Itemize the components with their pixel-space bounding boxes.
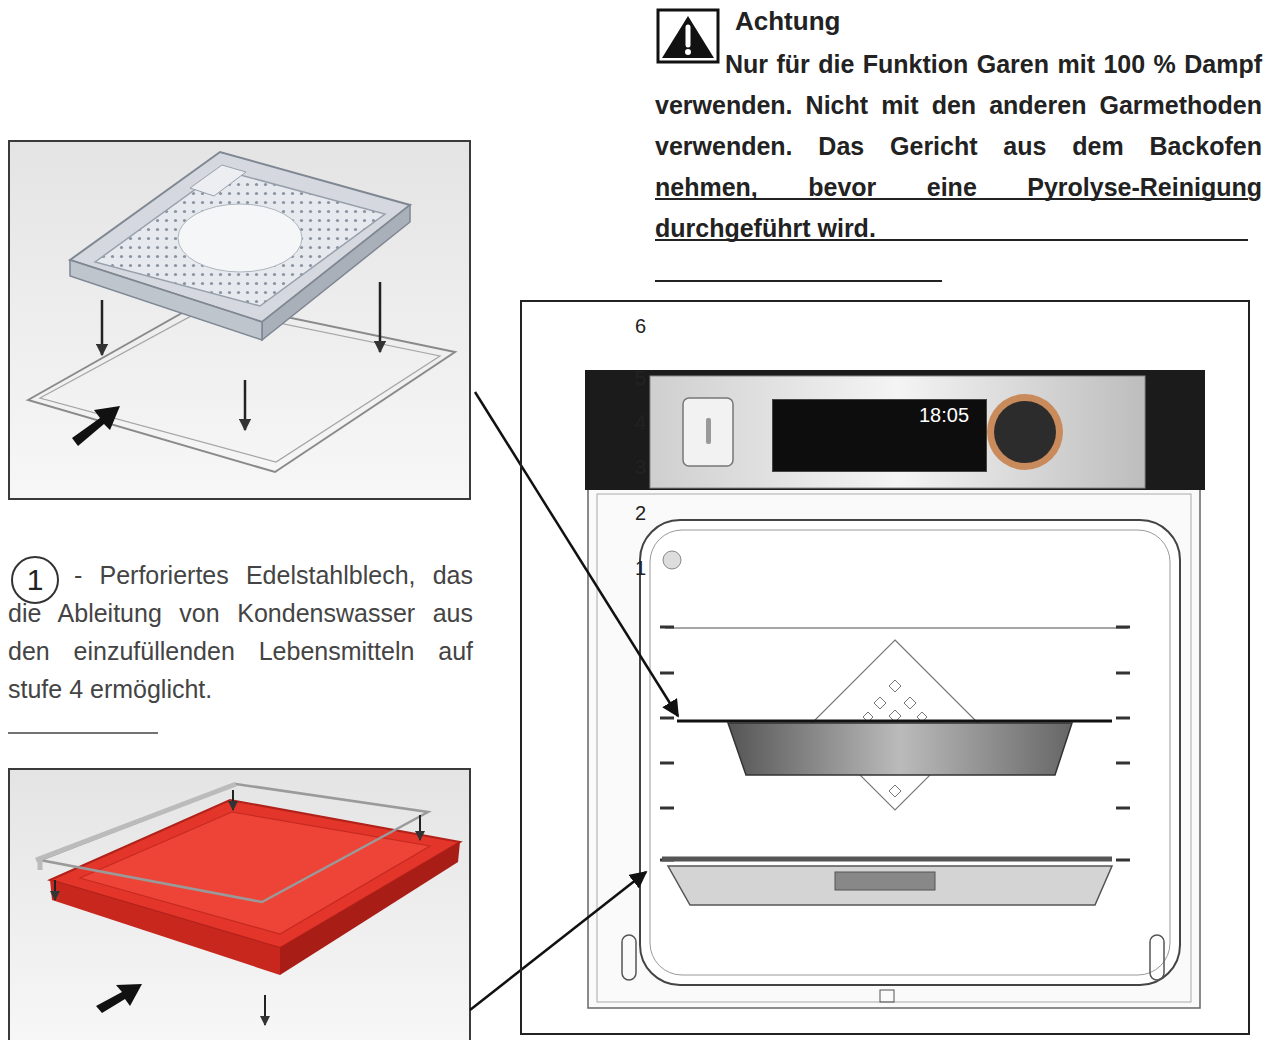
tray-corner: [190, 165, 246, 196]
oven-display: 18:05: [772, 399, 987, 472]
shelf-level-4: [677, 720, 1112, 723]
drip-tray-well: [835, 872, 935, 890]
tray-rim: [70, 152, 410, 322]
oven-lamp: [663, 551, 681, 569]
control-panel: [650, 376, 1145, 488]
warning-icon: [658, 10, 718, 62]
oven-cavity: [640, 520, 1180, 985]
warning-text: Nur für die Funktion Garen mit 100 % Dam…: [655, 44, 1262, 249]
underline: [655, 280, 942, 282]
perforated-tray: [728, 723, 1072, 775]
door-latch: [880, 990, 894, 1002]
down-arrow: [54, 880, 56, 900]
perforation: [95, 170, 385, 306]
warning-triangle: [662, 16, 714, 58]
exclamation-dot: [685, 49, 691, 55]
underline: [8, 732, 158, 734]
shelf-level-number: 6: [635, 315, 646, 338]
exclamation: [686, 27, 691, 45]
handle-bar: [36, 784, 236, 870]
shelf-level-number: 3: [635, 456, 646, 479]
insert-arrow: [96, 984, 142, 1013]
oven: [585, 370, 1205, 1008]
red-tray-floor: [80, 812, 430, 934]
tray-center: [178, 204, 302, 272]
down-arrow: [264, 995, 266, 1025]
oven-cavity: [650, 530, 1170, 975]
control-knob: [987, 394, 1063, 470]
down-arrow: [101, 300, 104, 355]
control-knob: [994, 401, 1056, 463]
panel-frame: [9, 141, 470, 499]
oven-door-frame: [597, 494, 1191, 1002]
power-button: [683, 398, 733, 466]
shelf-rails: [660, 627, 1130, 860]
oven-frame: 6 5 4 3 2 1 18:05: [520, 300, 1250, 1035]
drip-tray-panel: [9, 769, 470, 1040]
icon-frame: [658, 10, 718, 62]
warning-heading: Achtung: [735, 6, 840, 37]
down-arrow: [232, 790, 234, 810]
down-arrow: [379, 282, 382, 352]
drip-tray: [668, 866, 1112, 905]
perforated-tray-panel: [9, 141, 470, 499]
part-description: - Perforiertes Edelstahlblech, das die A…: [8, 556, 473, 708]
control-band: [585, 370, 1205, 490]
leader-line: [475, 392, 678, 716]
leader-line: [470, 872, 646, 1010]
shelf-level-number: 4: [635, 411, 646, 434]
shelf-level-number: 5: [635, 367, 646, 390]
door-hinge: [1150, 935, 1164, 980]
display-time: 18:05: [919, 404, 969, 427]
panel-frame: [9, 769, 470, 1040]
shelf-level-number: 1: [635, 557, 646, 580]
down-arrow: [419, 815, 421, 840]
wire-frame: [40, 784, 428, 902]
callout-number: 1: [13, 558, 57, 602]
button-mark: [706, 418, 711, 444]
wire-frame: [662, 857, 1112, 862]
insert-arrow: [72, 406, 120, 446]
shelf-level-number: 2: [635, 502, 646, 525]
door-hinge: [622, 935, 636, 980]
callout-circle: 1: [11, 556, 59, 604]
oven-door-frame: [588, 488, 1200, 1008]
down-arrow: [244, 380, 247, 430]
